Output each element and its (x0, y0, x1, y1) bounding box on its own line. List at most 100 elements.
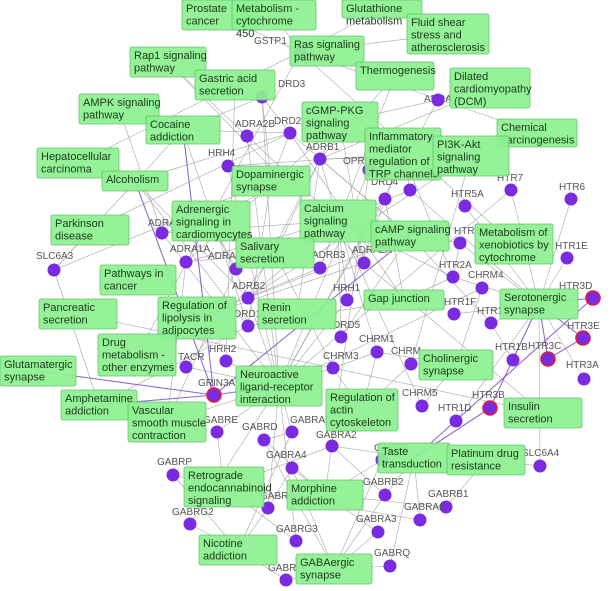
gene-dot[interactable] (257, 433, 271, 447)
pathway-box[interactable] (0, 355, 77, 387)
gene-node-gabra6[interactable]: GABRA6 (404, 502, 445, 527)
gene-node-hrh4[interactable]: HRH4 (208, 148, 236, 173)
gene-dot[interactable] (326, 361, 340, 375)
gene-node-htr3c[interactable]: HTR3C (528, 341, 561, 367)
pathway-box[interactable] (325, 388, 399, 432)
gene-dot[interactable] (285, 425, 299, 439)
pathway-box[interactable] (235, 365, 323, 407)
gene-dot[interactable] (289, 534, 303, 548)
pathway-box[interactable] (99, 264, 177, 296)
pathway-box[interactable] (301, 101, 379, 143)
gene-dot[interactable] (166, 468, 180, 482)
pathway-node-alcoholism[interactable]: Alcoholism (101, 170, 169, 192)
gene-node-htr3a[interactable]: HTR3A (566, 360, 599, 386)
gene-node-htr1d[interactable]: HTR1D (438, 403, 471, 428)
pathway-box[interactable] (418, 349, 494, 381)
gene-dot[interactable] (564, 192, 578, 206)
gene-node-drd5[interactable]: DRD5 (333, 320, 361, 344)
gene-dot[interactable] (453, 236, 467, 250)
gene-node-gabrp[interactable]: GABRP (157, 457, 192, 482)
gene-node-adra2b[interactable]: ADRA2B (235, 119, 275, 143)
pathway-box[interactable] (370, 220, 450, 252)
gene-node-htr2a[interactable]: HTR2A (439, 260, 472, 284)
gene-node-chrm2[interactable]: CHRM (391, 346, 421, 371)
pathway-box[interactable] (198, 534, 278, 566)
pathway-box[interactable] (183, 466, 265, 508)
gene-dot[interactable] (378, 488, 392, 502)
pathway-box[interactable] (446, 444, 526, 476)
pathway-box[interactable] (406, 13, 490, 55)
pathway-box[interactable] (231, 0, 317, 31)
gene-dot[interactable] (241, 291, 255, 305)
gene-dot[interactable] (415, 399, 429, 413)
gene-node-gabra2[interactable]: GABRA2 (316, 430, 357, 453)
gene-dot[interactable] (506, 353, 520, 367)
gene-node-gabrq[interactable]: GABRQ (374, 548, 410, 573)
gene-node-gabrrb1[interactable]: GABRB1 (428, 489, 469, 514)
gene-node-htr3d[interactable]: HTR3D (559, 281, 601, 306)
gene-node-adrb3[interactable]: ADRB3 (312, 250, 346, 275)
gene-dot[interactable] (155, 226, 169, 240)
gene-dot[interactable] (221, 159, 235, 173)
gene-node-gabrg2[interactable]: GABRG2 (172, 507, 214, 531)
gene-node-chrm1[interactable]: CHRM1 (359, 334, 395, 359)
gene-node-chrm3[interactable]: CHRM3 (323, 351, 359, 375)
gene-node-htr5a[interactable]: HTR5A (451, 189, 484, 213)
pathway-box[interactable] (474, 223, 554, 265)
gene-node-gabra4[interactable]: GABRA4 (266, 450, 307, 475)
pathway-box[interactable] (363, 289, 445, 311)
gene-dot[interactable] (446, 270, 460, 284)
gene-node-gabra5[interactable]: GABRA5 (285, 415, 332, 439)
gene-node-adra2[interactable]: ADRA (424, 93, 452, 107)
pathway-box[interactable] (129, 46, 207, 78)
pathway-box[interactable] (194, 69, 276, 101)
gene-node-slc6a3[interactable]: SLC6A3 (36, 251, 74, 277)
pathway-box[interactable] (295, 553, 373, 585)
pathway-box[interactable] (78, 93, 160, 125)
gene-node-tacr[interactable]: TACR (178, 352, 204, 374)
gene-dot[interactable] (334, 330, 348, 344)
gene-node-drd4[interactable]: DRD4 (371, 177, 399, 206)
pathway-box[interactable] (157, 296, 237, 340)
gene-node-htr1e[interactable]: HTR1E (555, 241, 588, 265)
gene-dot[interactable] (179, 255, 193, 269)
gene-node-slc6a4[interactable]: SLC6A4 (522, 448, 560, 473)
gene-dot[interactable] (413, 513, 427, 527)
gene-dot[interactable] (283, 126, 297, 140)
gene-dot[interactable] (540, 351, 556, 367)
pathway-node-gap-junction[interactable]: Gap junction (363, 289, 445, 311)
pathway-box[interactable] (171, 200, 251, 242)
gene-node-htr7[interactable]: HTR7 (497, 173, 524, 197)
gene-dot[interactable] (533, 459, 547, 473)
pathway-box[interactable] (231, 165, 311, 197)
gene-dot[interactable] (484, 316, 498, 330)
gene-node-htr2c[interactable]: HTR2C (453, 226, 488, 250)
pathway-box[interactable] (355, 61, 435, 91)
gene-dot[interactable] (560, 251, 574, 265)
pathway-box[interactable] (496, 118, 578, 148)
pathway-box[interactable] (97, 333, 177, 377)
